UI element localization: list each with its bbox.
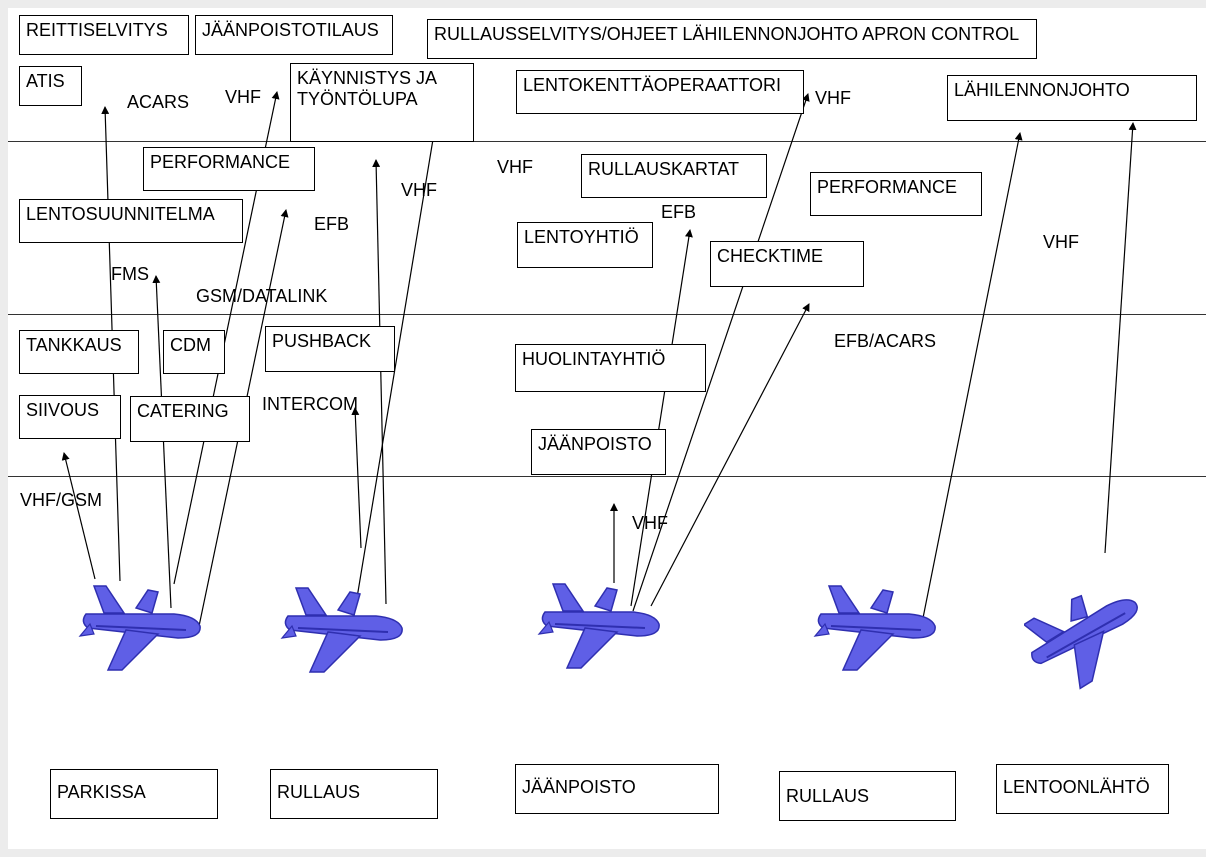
airplane-icon — [813, 580, 939, 676]
lentokenttaoperaattori-box: LENTOKENTTÄOPERAATTORI — [516, 70, 804, 114]
phase-parkissa-box: PARKISSA — [50, 769, 218, 819]
tankkaus-box: TANKKAUS — [19, 330, 139, 374]
vhf-gsm-label: VHF/GSM — [20, 490, 102, 511]
pushback-box: PUSHBACK — [265, 326, 395, 372]
lentosuunnitelma-box: LENTOSUUNNITELMA — [19, 199, 243, 243]
efb-label-2b: EFB — [661, 202, 696, 223]
catering-box: CATERING — [130, 396, 250, 442]
checktime-box: CHECKTIME — [710, 241, 864, 287]
jaanpoistotilaus-box: JÄÄNPOISTOTILAUS — [195, 15, 393, 55]
jaanpoisto-box-row3: JÄÄNPOISTO — [531, 429, 666, 475]
acars-label: ACARS — [127, 92, 189, 113]
airplane-icon — [78, 580, 204, 676]
phase-rullaus-box-1: RULLAUS — [270, 769, 438, 819]
phase-rullaus-box-2: RULLAUS — [779, 771, 956, 821]
rullausselvitys-box: RULLAUSSELVITYS/OHJEET LÄHILENNONJOHTO A… — [427, 19, 1037, 59]
vhf-label-2c: VHF — [1043, 232, 1079, 253]
arrow-plane2-vhf — [376, 160, 386, 604]
cdm-box: CDM — [163, 330, 225, 374]
airplane-icon — [537, 578, 663, 674]
lentoyhtio-box: LENTOYHTIÖ — [517, 222, 653, 268]
airplane-icon — [280, 582, 406, 678]
performance-box-2: PERFORMANCE — [810, 172, 982, 216]
vhf-label-ground: VHF — [632, 513, 668, 534]
vhf-label-top-1: VHF — [225, 87, 261, 108]
phase-jaanpoisto-box: JÄÄNPOISTO — [515, 764, 719, 814]
arrow-plane1-fms — [156, 276, 171, 608]
reittiselvitys-box: REITTISELVITYS — [19, 15, 189, 55]
lahilennonjohto-box: LÄHILENNONJOHTO — [947, 75, 1197, 121]
arrow-plane2-intercom — [355, 408, 361, 548]
phase-lentoonlahto-box: LENTOONLÄHTÖ — [996, 764, 1169, 814]
arrow-plane5-lahilennonjohto — [1105, 123, 1133, 553]
huolintayhtio-box: HUOLINTAYHTIÖ — [515, 344, 706, 392]
atis-box: ATIS — [19, 66, 82, 106]
gsm-datalink-label: GSM/DATALINK — [196, 286, 327, 307]
siivous-box: SIIVOUS — [19, 395, 121, 439]
vhf-label-top-2: VHF — [815, 88, 851, 109]
arrow-vhfgsm-siivous — [64, 453, 95, 579]
rullauskartat-box: RULLAUSKARTAT — [581, 154, 767, 198]
fms-label: FMS — [111, 264, 149, 285]
intercom-label: INTERCOM — [262, 394, 358, 415]
efb-label-2a: EFB — [314, 214, 349, 235]
kaynnistys-box: KÄYNNISTYS JA TYÖNTÖLUPA — [290, 63, 474, 142]
efb-acars-label: EFB/ACARS — [834, 331, 936, 352]
vhf-label-2a: VHF — [401, 180, 437, 201]
performance-box-1: PERFORMANCE — [143, 147, 315, 191]
vhf-label-2b: VHF — [497, 157, 533, 178]
diagram-canvas: REITTISELVITYS JÄÄNPOISTOTILAUS RULLAUSS… — [8, 8, 1206, 849]
airplane-takeoff-icon — [1024, 582, 1150, 692]
